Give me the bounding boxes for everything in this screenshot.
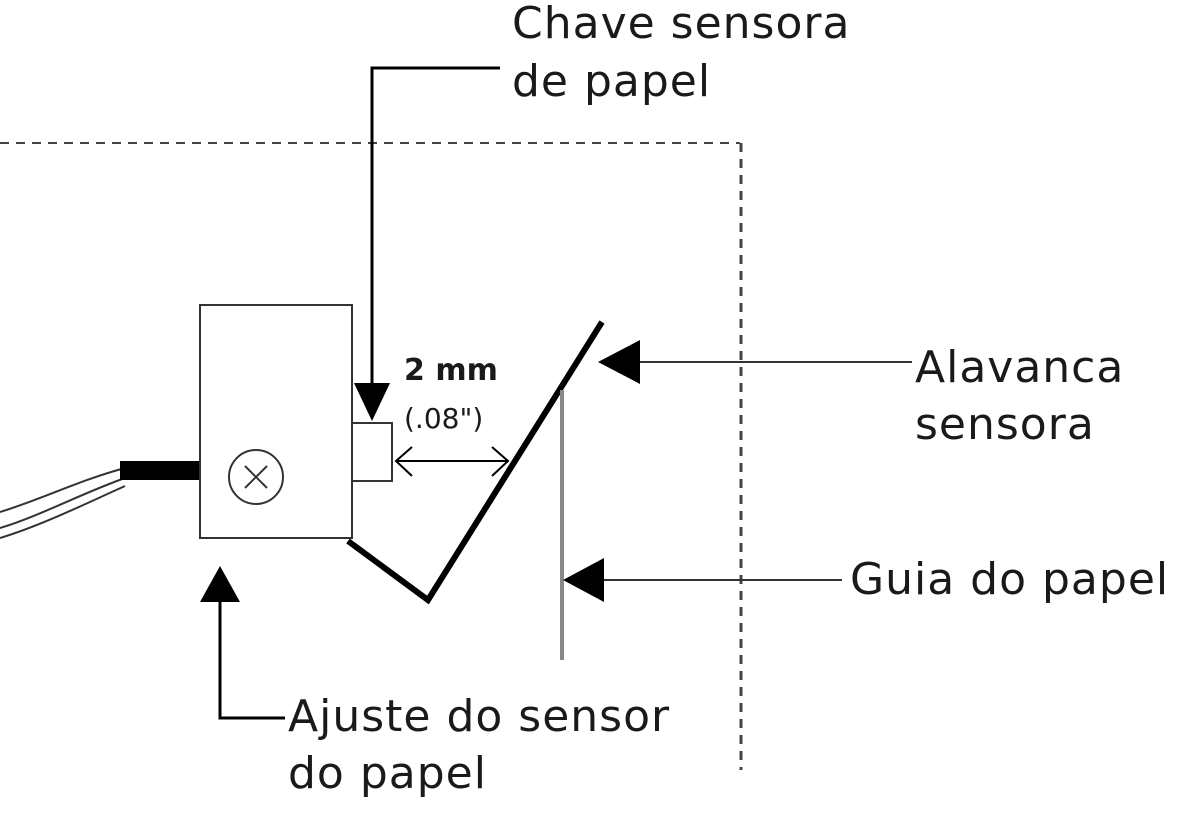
gap-dimension-metric: 2 mm bbox=[404, 353, 498, 388]
adjust-label-line2: do papel bbox=[288, 748, 487, 799]
adjust-leader bbox=[200, 566, 285, 720]
gap-dimension-arrow bbox=[394, 446, 510, 477]
guide-label: Guia do papel bbox=[850, 554, 1170, 605]
lever-leader bbox=[598, 340, 912, 384]
paper-sensor-switch bbox=[351, 422, 393, 482]
sensor-lever bbox=[346, 320, 605, 605]
switch-label-line2: de papel bbox=[512, 56, 712, 107]
lever-label-line2: sensora bbox=[915, 399, 1095, 450]
guide-leader bbox=[563, 558, 842, 602]
sensor-body bbox=[199, 304, 353, 539]
gap-dimension-imperial: (.08") bbox=[404, 402, 484, 435]
switch-label-line1: Chave sensora bbox=[512, 0, 851, 49]
adjust-label-line1: Ajuste do sensor bbox=[288, 691, 671, 742]
switch-leader bbox=[354, 66, 500, 421]
cable bbox=[0, 461, 200, 539]
adjustment-screw-icon bbox=[228, 449, 284, 505]
lever-label-line1: Alavanca bbox=[915, 342, 1125, 393]
